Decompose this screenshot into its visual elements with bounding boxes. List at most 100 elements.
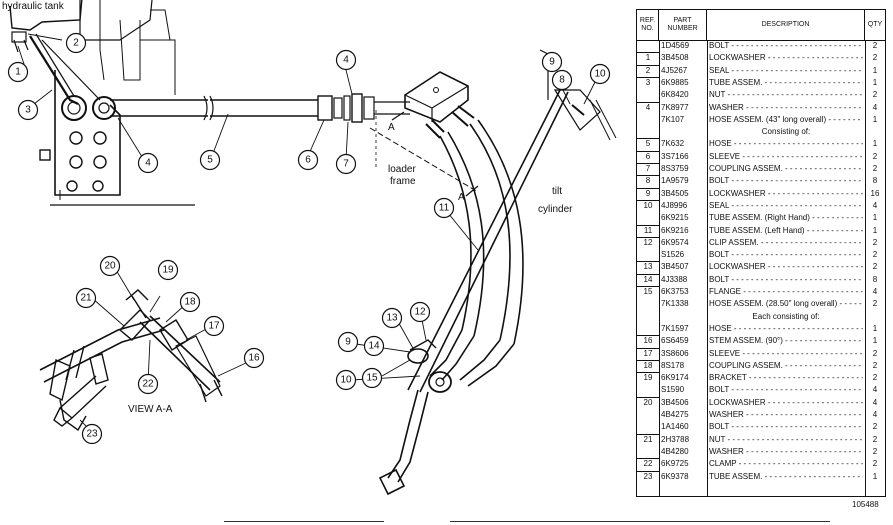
svg-text:10: 10 xyxy=(594,69,606,80)
qty-cell: 1 xyxy=(872,65,878,75)
part-number-cell: 3B4505 xyxy=(661,188,689,198)
bottom-rule xyxy=(224,521,384,522)
part-number-cell: S1526 xyxy=(661,250,685,260)
loader-frame-label-1: loader xyxy=(388,164,416,175)
callout-23: 23 xyxy=(81,423,103,445)
description-cell: SEAL xyxy=(709,200,863,212)
callout-10a: 10 xyxy=(589,63,611,85)
part-number-cell: 7K1338 xyxy=(661,299,689,309)
table-row: 93B4505LOCKWASHER16 xyxy=(637,188,885,200)
ref-group-separator xyxy=(637,335,659,337)
part-number-cell: 4J5267 xyxy=(661,65,688,75)
description-cell: CLAMP xyxy=(709,458,863,470)
part-number-cell: 1A9579 xyxy=(661,176,689,186)
ref-cell: 11 xyxy=(643,225,653,235)
header-ref-no: REF.NO. xyxy=(637,10,659,40)
qty-cell: 16 xyxy=(870,188,880,198)
part-number-cell: 1D4569 xyxy=(661,41,690,50)
part-number-cell: 6K9216 xyxy=(661,225,689,235)
table-row: 203B4506LOCKWASHER4 xyxy=(637,397,885,409)
qty-cell: 2 xyxy=(872,422,878,432)
qty-cell: 2 xyxy=(872,434,878,444)
ref-group-separator xyxy=(637,224,659,226)
callout-11: 11 xyxy=(433,197,455,219)
ref-group-separator xyxy=(637,261,659,263)
description-cell: WASHER xyxy=(709,446,863,458)
description-cell: LOCKWASHER xyxy=(709,52,863,64)
ref-group-separator xyxy=(637,199,659,201)
ref-group-separator xyxy=(637,359,659,361)
table-row: 6K8420NUT2 xyxy=(637,89,885,101)
description-cell: TUBE ASSEM. (Left Hand) xyxy=(709,225,863,237)
description-cell: FLANGE xyxy=(709,286,863,298)
callouts: 1 2 3 4 4 5 6 7 8 9 10 11 12 13 14 15 16… xyxy=(7,32,611,445)
part-number-cell: 4J8996 xyxy=(661,200,688,210)
section-a-left: A xyxy=(388,122,395,133)
svg-text:4: 4 xyxy=(145,158,151,169)
ref-cell: 14 xyxy=(643,274,653,284)
table-row: 13B4508LOCKWASHER2 xyxy=(637,52,885,64)
table-row: 63S7166SLEEVE2 xyxy=(637,151,885,163)
table-row: 226K9725CLAMP2 xyxy=(637,458,885,470)
svg-text:13: 13 xyxy=(386,313,398,324)
qty-cell: 2 xyxy=(872,373,878,383)
description-cell: HOSE xyxy=(709,323,863,335)
part-number-cell: 6K9215 xyxy=(661,213,689,223)
part-number-cell: 8S3759 xyxy=(661,164,689,173)
ref-cell: 1 xyxy=(645,53,651,63)
ref-group-separator xyxy=(637,52,659,54)
svg-text:15: 15 xyxy=(366,373,378,384)
part-number-cell: 7K107 xyxy=(661,114,685,124)
ref-group-separator xyxy=(637,286,659,287)
table-row: 173S8606SLEEVE2 xyxy=(637,348,885,360)
qty-cell: 1 xyxy=(872,139,878,149)
description-cell: BOLT xyxy=(709,249,863,261)
table-row: 212H3788NUT2 xyxy=(637,434,885,446)
qty-cell: 2 xyxy=(872,360,878,370)
qty-cell: 4 xyxy=(872,410,878,419)
svg-text:7: 7 xyxy=(343,159,349,170)
table-row: 4B4280WASHER2 xyxy=(637,446,885,458)
tilt-cylinder-label-2: cylinder xyxy=(538,204,573,215)
svg-text:9: 9 xyxy=(345,337,351,348)
description-cell: TUBE ASSEM. (Right Hand) xyxy=(709,212,863,224)
ref-cell: 7 xyxy=(645,164,651,173)
callout-18: 18 xyxy=(179,291,201,313)
qty-cell: 2 xyxy=(872,237,878,247)
callout-14: 14 xyxy=(363,335,385,357)
description-cell: COUPLING ASSEM. xyxy=(709,360,863,372)
ref-cell: 22 xyxy=(643,459,653,469)
table-row: 4B4275WASHER4 xyxy=(637,409,885,421)
ref-group-separator xyxy=(637,76,659,78)
view-aa-label: VIEW A-A xyxy=(128,404,173,415)
part-number-cell: 4B4275 xyxy=(661,410,689,419)
svg-text:9: 9 xyxy=(549,57,555,68)
qty-cell: 1 xyxy=(872,114,878,124)
ref-group-separator xyxy=(637,347,659,349)
part-number-cell: S1590 xyxy=(661,385,685,395)
part-number-cell: 7K1597 xyxy=(661,323,689,333)
description-cell: STEM ASSEM. (90°) xyxy=(709,335,863,347)
callout-20: 20 xyxy=(99,255,121,277)
table-row: 133B4507LOCKWASHER2 xyxy=(637,261,885,273)
callout-9a: 9 xyxy=(541,51,563,73)
view-aa-detail xyxy=(39,289,223,432)
ref-cell: 8 xyxy=(645,176,651,186)
svg-text:1: 1 xyxy=(15,67,21,78)
table-row: 11 6K9216 TUBE ASSEM. (Left Hand) 1 xyxy=(637,225,885,237)
qty-cell: 2 xyxy=(872,446,878,456)
svg-text:23: 23 xyxy=(86,429,98,440)
table-row: 47K8977WASHER4 xyxy=(637,102,885,114)
callout-4b: 4 xyxy=(335,49,357,71)
table-row: S1590BOLT4 xyxy=(637,384,885,396)
svg-text:20: 20 xyxy=(104,261,116,272)
bottom-rule xyxy=(450,521,830,522)
hydraulic-tank-assembly xyxy=(9,0,410,206)
callout-16: 16 xyxy=(243,347,265,369)
qty-cell: 1 xyxy=(872,471,878,481)
qty-cell: 1 xyxy=(872,225,878,235)
